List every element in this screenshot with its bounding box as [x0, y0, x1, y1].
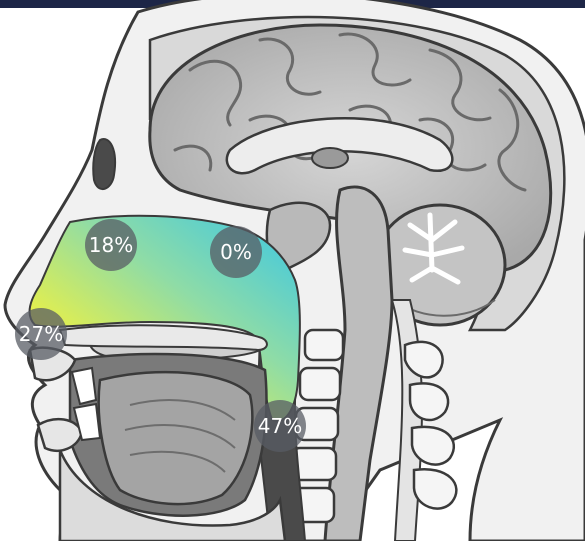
region-badge-upper-nasal: 18%	[85, 219, 137, 271]
region-badge-label: 27%	[19, 322, 63, 346]
region-badge-nasopharynx: 0%	[210, 226, 262, 278]
region-badge-label: 47%	[258, 414, 302, 438]
region-badge-label: 18%	[89, 233, 133, 257]
tongue	[99, 372, 253, 504]
region-badge-nasal-vestibule: 27%	[15, 308, 67, 360]
frontal-sinus	[93, 139, 115, 189]
region-badge-oropharynx: 47%	[254, 400, 306, 452]
ventricle	[312, 148, 348, 168]
region-badge-label: 0%	[220, 240, 252, 264]
